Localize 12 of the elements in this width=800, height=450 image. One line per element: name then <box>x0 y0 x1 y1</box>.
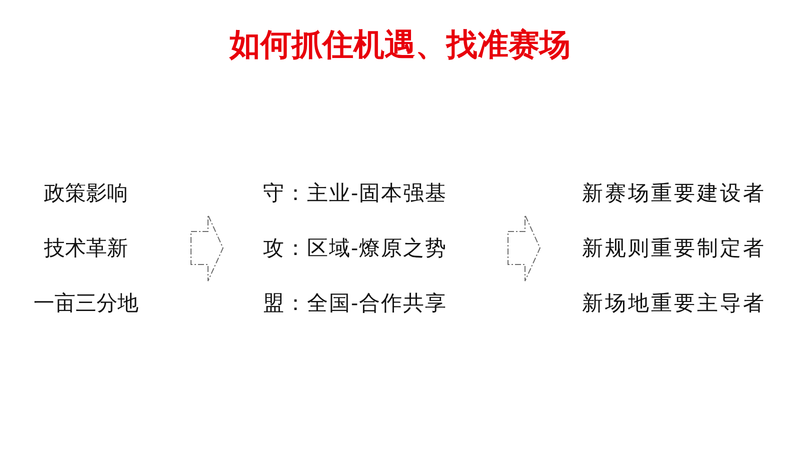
list-text: 守：主业-固本强基 <box>263 180 448 206</box>
list-text: 新规则重要制定者 <box>582 236 766 262</box>
list-text: 新赛场重要建设者 <box>582 180 766 206</box>
title: 如何抓住机遇、找准赛场 <box>230 27 570 64</box>
block-arrow <box>508 214 541 282</box>
list-text: 盟：全国-合作共享 <box>263 290 448 316</box>
block-arrow <box>190 214 224 282</box>
list-text: 政策影响 <box>44 180 128 206</box>
list-text: 攻：区域-燎原之势 <box>263 236 448 262</box>
list-text: 新场地重要主导者 <box>582 290 766 316</box>
list-text: 技术革新 <box>44 236 128 262</box>
list-text: 一亩三分地 <box>34 290 138 316</box>
